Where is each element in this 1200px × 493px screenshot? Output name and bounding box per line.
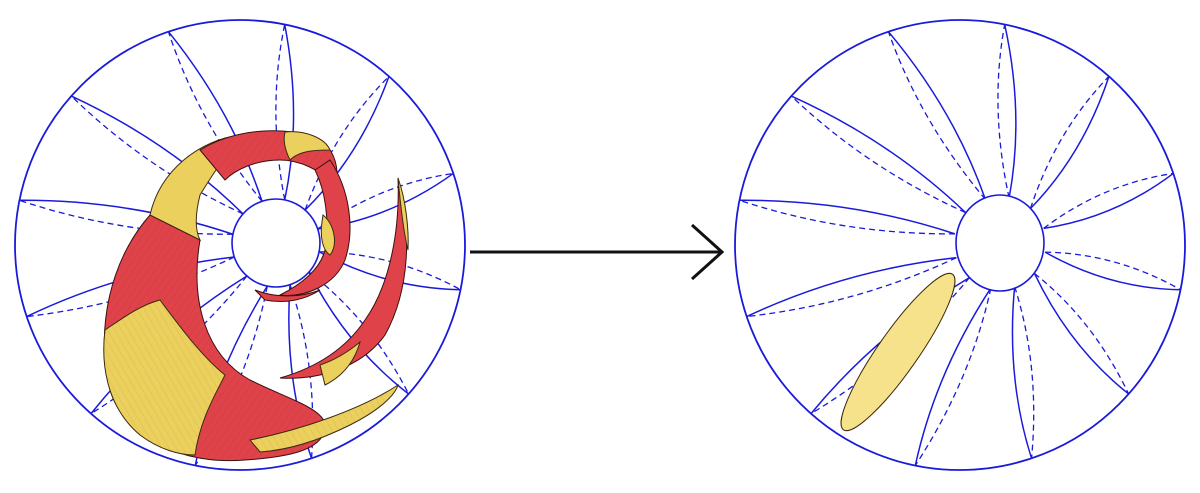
meridian-back-right-5 — [746, 257, 957, 318]
tube-tail-right-tip — [397, 177, 409, 251]
meridian-back-left-10 — [304, 75, 390, 211]
left-outer-circle — [14, 19, 466, 471]
meridian-front-right-11 — [1043, 172, 1174, 230]
meridian-front-left-6 — [19, 199, 234, 235]
meridian-front-left-8 — [167, 31, 263, 202]
tube-hatch-bottom — [250, 385, 398, 452]
meridian-front-right-0 — [1044, 251, 1181, 291]
meridian-front-right-5 — [746, 256, 957, 318]
meridian-back-left-7 — [70, 95, 244, 215]
right-inner-hole — [955, 194, 1045, 292]
meridian-back-left-6 — [19, 199, 233, 235]
meridian-back-left-5 — [26, 256, 235, 318]
meridian-back-right-10 — [1029, 75, 1110, 209]
meridian-front-right-9 — [1003, 24, 1017, 199]
meridian-front-right-6 — [739, 199, 956, 235]
meridian-back-right-9 — [997, 24, 1010, 199]
left-inner-hole — [231, 198, 321, 288]
meridian-front-right-1 — [1033, 273, 1130, 395]
meridian-front-right-8 — [887, 31, 987, 200]
meridian-front-right-2 — [1011, 286, 1033, 459]
meridian-back-right-8 — [887, 31, 986, 200]
meridian-back-right-7 — [790, 95, 966, 214]
meridian-front-right-10 — [1029, 76, 1110, 210]
meridian-front-left-10 — [304, 76, 390, 211]
tube-tail-right-yellow — [319, 340, 361, 386]
meridian-back-right-2 — [1014, 286, 1035, 459]
meridian-back-right-0 — [1045, 251, 1181, 291]
knotted-tube — [103, 130, 409, 462]
meridian-back-right-11 — [1043, 172, 1174, 229]
meridian-front-right-3 — [914, 287, 992, 466]
right-sphere — [734, 19, 1186, 471]
tube-hatch-yellow-lower — [103, 300, 225, 455]
tube-segment-yellow-right — [320, 214, 335, 256]
meridian-back-right-6 — [739, 199, 955, 235]
meridian-front-right-7 — [791, 95, 967, 214]
meridian-back-left-11 — [317, 172, 454, 230]
right-outer-circle — [734, 19, 1186, 471]
meridian-front-left-7 — [71, 95, 244, 215]
left-sphere — [14, 19, 466, 471]
tube-segment-red-right — [278, 159, 351, 296]
tube-tail-right — [279, 177, 408, 379]
meridian-back-right-3 — [914, 287, 992, 466]
tube-inner-strip — [254, 289, 321, 303]
right-arrow-icon — [470, 223, 725, 281]
meridian-back-right-1 — [1034, 272, 1130, 395]
tube-segment-yellow-top — [283, 131, 331, 161]
meridian-front-left-9 — [283, 24, 295, 201]
flat-disk — [840, 272, 956, 432]
meridian-back-left-8 — [167, 31, 263, 202]
meridian-back-left-9 — [275, 24, 286, 201]
